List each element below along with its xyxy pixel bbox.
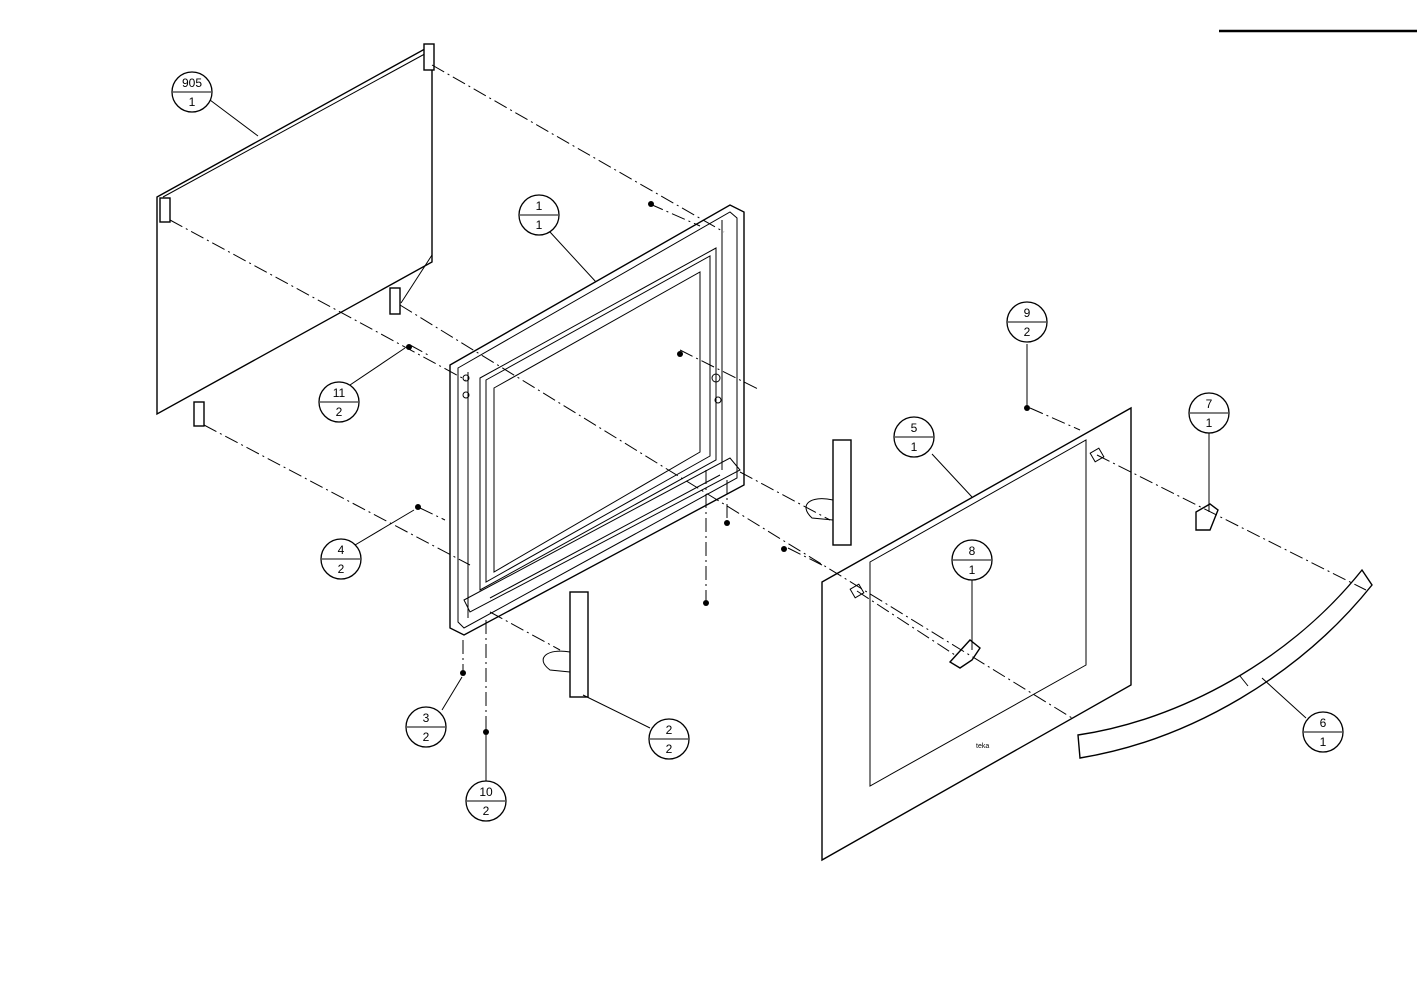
- leader-lines: [209, 85, 1307, 782]
- callout-905-part: 905: [182, 76, 202, 90]
- handle-clip: [1195, 503, 1219, 531]
- outer-glass: teka: [821, 406, 1132, 862]
- callout-7-part: 7: [1206, 397, 1213, 411]
- callout-2: 2 2: [648, 718, 690, 760]
- callout-3-qty: 2: [423, 730, 430, 744]
- callout-1-part: 1: [536, 199, 543, 213]
- callout-10-part: 10: [479, 785, 493, 799]
- callout-7: 7 1: [1188, 392, 1230, 434]
- callout-8-part: 8: [969, 544, 976, 558]
- callout-905: 905 1: [171, 71, 213, 113]
- callout-4-qty: 2: [338, 562, 345, 576]
- inner-glass-panel: [156, 43, 435, 427]
- callout-5-part: 5: [911, 421, 918, 435]
- callout-6-qty: 1: [1320, 735, 1327, 749]
- door-handle: [1077, 568, 1373, 759]
- callout-9-part: 9: [1024, 306, 1031, 320]
- callout-9-qty: 2: [1024, 325, 1031, 339]
- callout-11-qty: 2: [336, 405, 343, 419]
- screws: [406, 201, 1030, 735]
- callout-8: 8 1: [951, 539, 993, 581]
- callout-6: 6 1: [1302, 711, 1344, 753]
- callout-4: 4 2: [320, 538, 362, 580]
- svg-text:teka: teka: [976, 743, 989, 750]
- callout-7-qty: 1: [1206, 416, 1213, 430]
- callout-11: 11 2: [318, 381, 360, 423]
- callout-6-part: 6: [1320, 716, 1327, 730]
- callout-10: 10 2: [465, 780, 507, 822]
- callout-2-part: 2: [666, 723, 673, 737]
- callout-3-part: 3: [423, 711, 430, 725]
- callout-1: 1 1: [518, 194, 560, 236]
- callout-10-qty: 2: [483, 804, 490, 818]
- callout-9: 9 2: [1006, 301, 1048, 343]
- callout-8-qty: 1: [969, 563, 976, 577]
- callout-2-qty: 2: [666, 742, 673, 756]
- assembly-lines: [169, 64, 1367, 730]
- callout-5-qty: 1: [911, 440, 918, 454]
- callout-1-qty: 1: [536, 218, 543, 232]
- hinge-lower: [542, 591, 589, 698]
- callout-11-part: 11: [333, 386, 346, 400]
- hinge-upper: [805, 439, 852, 546]
- callout-5: 5 1: [893, 416, 935, 458]
- door-frame: [449, 204, 745, 636]
- callout-4-part: 4: [338, 543, 345, 557]
- callout-3: 3 2: [405, 706, 447, 748]
- callout-905-qty: 1: [189, 95, 196, 109]
